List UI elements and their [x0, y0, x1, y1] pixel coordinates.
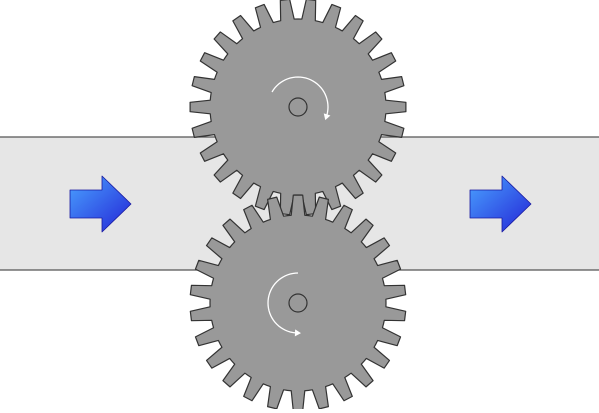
arrow-right-icon [69, 175, 132, 233]
rotation-arrowhead-icon [323, 113, 331, 121]
arrow-right-icon [469, 175, 532, 233]
gear-top-rotation-arc [271, 76, 329, 118]
gear-top [189, 0, 407, 216]
flow-arrow-inlet [69, 175, 132, 233]
gear-bottom-axle [288, 293, 308, 313]
gear-bottom [189, 194, 407, 412]
gear-bottom-rotation-arc [267, 272, 299, 334]
gear-top-axle [288, 97, 308, 117]
flow-arrow-outlet [469, 175, 532, 233]
rotation-arrowhead-icon [294, 329, 301, 337]
